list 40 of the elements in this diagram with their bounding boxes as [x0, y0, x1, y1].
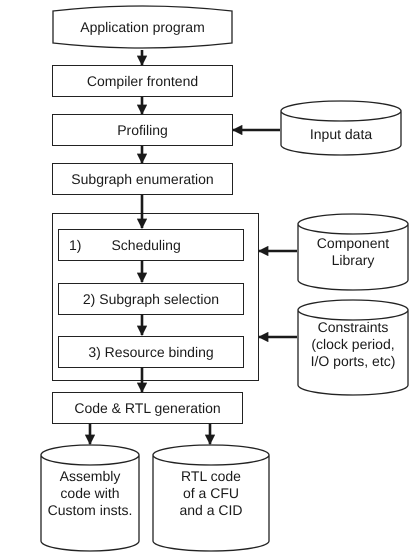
- arrow: [232, 124, 280, 136]
- program-drum: [52, 4, 233, 50]
- process-box: [52, 65, 233, 97]
- node-label: 3) Resource binding: [88, 344, 214, 360]
- arrow: [84, 424, 96, 446]
- arrow: [136, 260, 148, 284]
- arrow: [258, 332, 297, 342]
- process-box: [58, 229, 244, 261]
- node-label: Constraints (clock period, I/O ports, etc): [310, 319, 396, 370]
- node-label: Component Library: [316, 235, 390, 269]
- node-label: 1): [69, 236, 82, 254]
- data-cylinder: [280, 100, 402, 156]
- process-box: [52, 114, 233, 146]
- process-box: [58, 336, 244, 368]
- node-label: Input data: [310, 126, 372, 143]
- node-label: Application program: [80, 18, 205, 36]
- node-label: Scheduling: [111, 236, 181, 254]
- arrow: [204, 424, 216, 446]
- arrow: [136, 146, 148, 164]
- process-box: [52, 392, 243, 424]
- process-box: [52, 163, 233, 195]
- group-box: [52, 213, 259, 381]
- arrow: [258, 246, 297, 256]
- arrow: [136, 314, 148, 336]
- process-box: [58, 283, 244, 315]
- arrow: [136, 97, 148, 116]
- node-label: Assembly code with Custom insts.: [46, 468, 134, 519]
- arrow: [136, 50, 148, 66]
- node-label: Profiling: [117, 122, 168, 138]
- arrow: [136, 195, 148, 230]
- node-label: 2) Subgraph selection: [82, 290, 220, 308]
- library-cylinder: [297, 213, 409, 291]
- output-cylinder: [152, 444, 270, 552]
- constraints-cylinder: [297, 299, 409, 396]
- node-label: RTL code of a CFU and a CID: [178, 468, 244, 519]
- node-label: Subgraph enumeration: [71, 170, 214, 188]
- node-label: Code & RTL generation: [74, 400, 221, 416]
- output-cylinder: [40, 444, 140, 552]
- arrow: [136, 367, 148, 394]
- node-label: Compiler frontend: [86, 72, 198, 90]
